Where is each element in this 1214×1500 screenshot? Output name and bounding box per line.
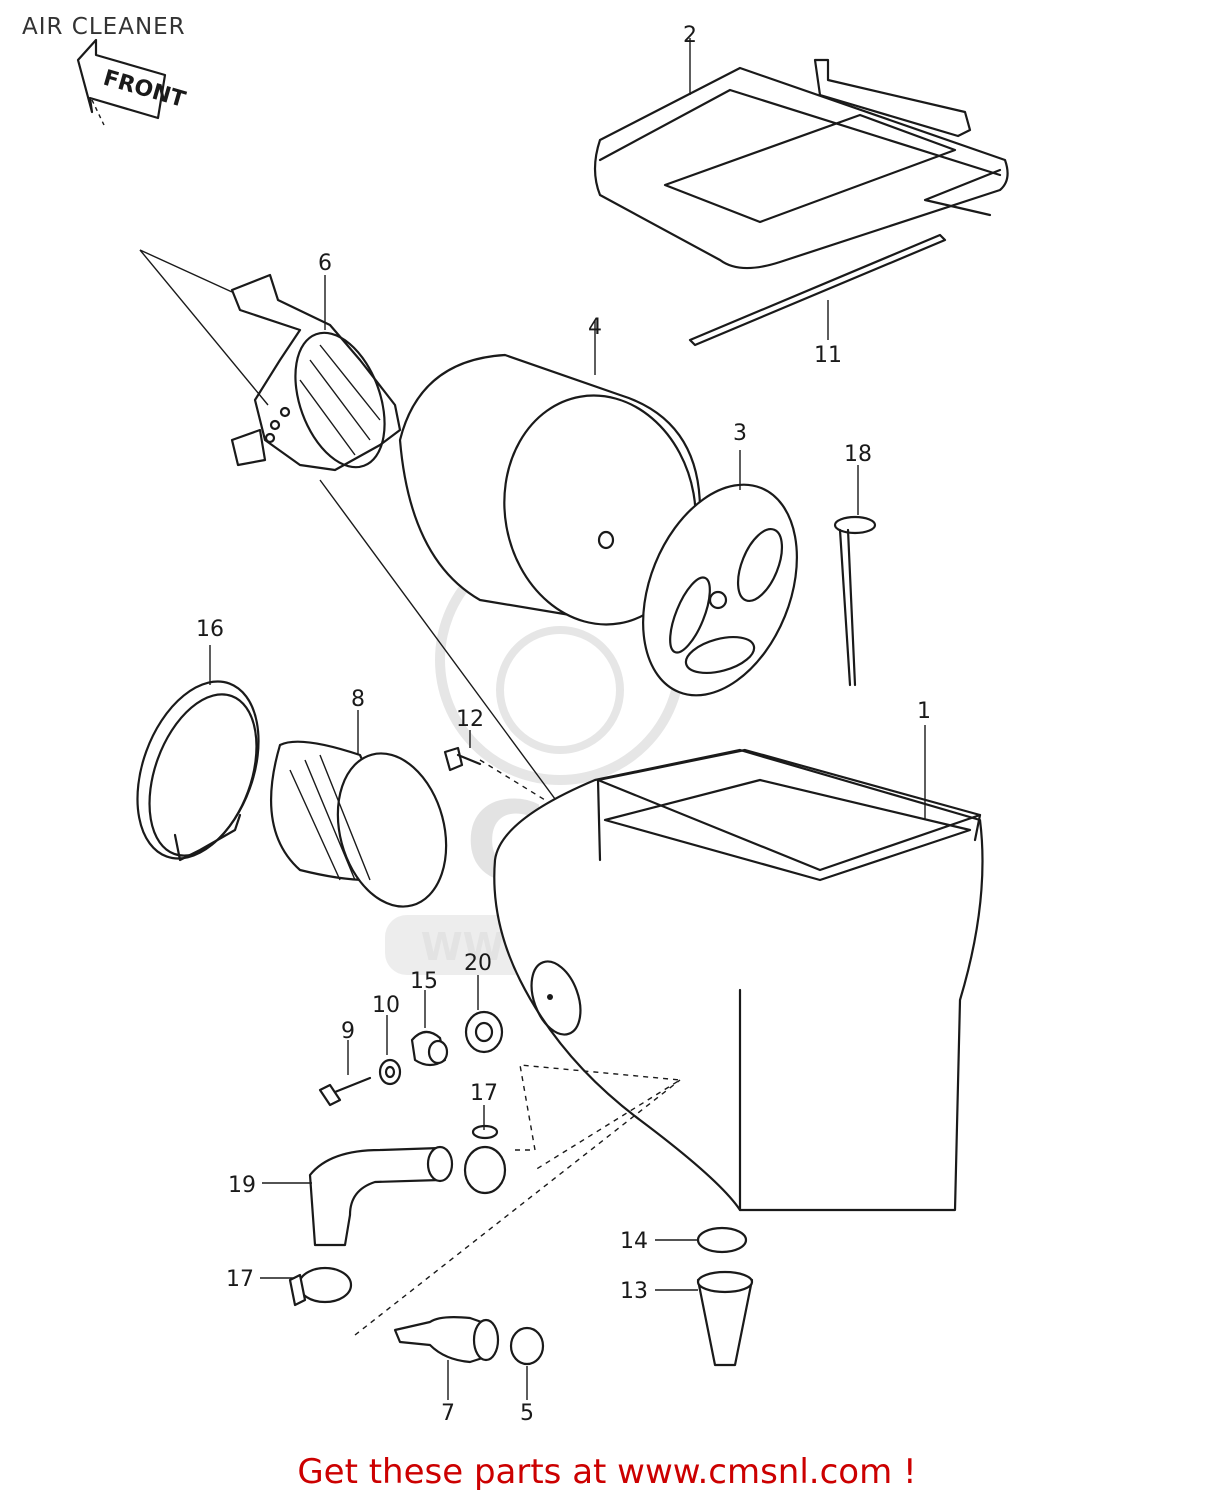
callout-19: 19 [228,1173,256,1198]
part-11-rod [688,233,947,347]
callout-5: 5 [520,1401,534,1426]
callout-11: 11 [814,343,842,368]
callout-6: 6 [318,251,332,276]
part-12-bolt [443,730,482,772]
callouts: 1 2 3 4 5 6 7 8 9 10 11 12 13 14 15 16 1… [196,23,931,1426]
front-arrow: FRONT [76,38,188,126]
callout-4: 4 [588,315,602,340]
callout-7: 7 [441,1401,455,1426]
part-3-plate [642,450,798,697]
part-16-clamp [136,645,260,862]
part-19-hose [260,1064,683,1307]
parts-5-7 [354,1079,681,1400]
callout-18: 18 [844,442,872,467]
part-4-element [398,320,702,626]
part-6-frame [139,249,601,861]
part-18-pin [833,465,877,687]
callout-17b: 17 [226,1267,254,1292]
callout-20: 20 [464,951,492,976]
callout-9: 9 [341,1019,355,1044]
callout-8: 8 [351,687,365,712]
callout-1: 1 [917,699,931,724]
callout-12: 12 [456,707,484,732]
callout-15: 15 [410,969,438,994]
callout-3: 3 [733,421,747,446]
callout-17: 17 [470,1081,498,1106]
part-2-cover [593,38,1009,270]
callout-16: 16 [196,617,224,642]
callout-2: 2 [683,23,697,48]
get-parts-link[interactable]: Get these parts at www.cmsnl.com ! [297,1452,917,1492]
callout-14: 14 [620,1229,648,1254]
callout-10: 10 [372,993,400,1018]
parts-13-14 [655,1226,754,1367]
callout-13: 13 [620,1279,648,1304]
page-title: AIR CLEANER [22,14,186,40]
part-1-case [479,725,984,1212]
part-8-duct [270,710,448,908]
small-parts [318,975,504,1107]
